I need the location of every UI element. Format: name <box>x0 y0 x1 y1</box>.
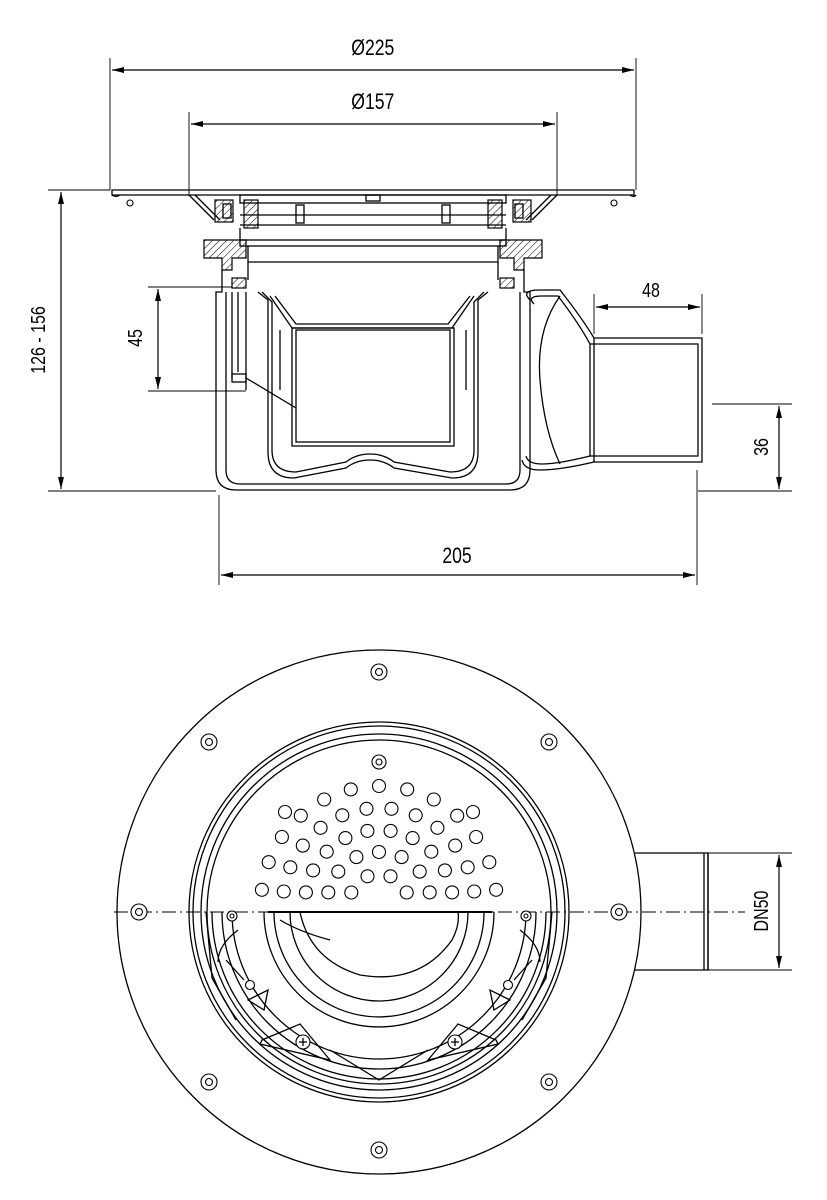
grate-hole <box>467 884 482 899</box>
grate-hole <box>321 885 336 900</box>
grate-hole <box>261 855 276 870</box>
odour-trap <box>245 291 489 479</box>
dim-outlet-length: 48 <box>593 279 703 334</box>
grate-hole <box>412 864 427 879</box>
trap-internals <box>205 910 553 1081</box>
dim-label-total-height: 126 - 156 <box>27 306 49 374</box>
dim-label-outlet-diameter: DN50 <box>750 891 772 932</box>
grate-hole <box>400 782 415 797</box>
grate-hole <box>335 808 350 823</box>
dim-label-outlet-length: 48 <box>642 279 660 301</box>
grate-hole <box>430 820 445 835</box>
grate-hole <box>254 882 269 897</box>
grate-hole <box>343 782 358 797</box>
grate-hole <box>437 863 452 878</box>
outlet-stub <box>624 852 709 971</box>
grate-hole <box>317 792 332 807</box>
grate-hole <box>344 885 359 900</box>
grate-hole <box>422 885 437 900</box>
grate-hole <box>383 823 398 838</box>
grate-hole <box>371 844 387 860</box>
flange-holes <box>130 663 628 1159</box>
grate-hole <box>359 801 374 816</box>
grate-hole <box>274 829 289 845</box>
grate-hole <box>276 884 291 899</box>
grate-hole <box>482 855 497 870</box>
grate-hole <box>448 838 463 853</box>
grate-hole <box>405 831 420 846</box>
dim-total-height: 126 - 156 <box>27 189 216 492</box>
grate-hole <box>360 869 375 884</box>
grate-hole <box>306 863 321 878</box>
drain-body <box>215 270 531 491</box>
grate-hole <box>469 829 484 845</box>
grate-hole <box>331 864 346 879</box>
grate-hole <box>295 838 310 853</box>
grate-hole <box>293 808 308 823</box>
grate-hole <box>489 882 504 897</box>
grate-perforation <box>254 778 504 900</box>
grate-hole <box>371 778 387 794</box>
grate-hole <box>313 820 328 835</box>
grate-hole <box>319 844 334 859</box>
dim-label-top-diameter: Ø225 <box>351 36 394 60</box>
grate-hole <box>460 860 475 875</box>
dim-body-width: 205 <box>218 470 698 585</box>
grate-hole <box>349 850 364 865</box>
grate-hole <box>360 823 375 838</box>
outlet-pipe <box>521 289 703 471</box>
dim-label-inner-diameter: Ø157 <box>351 90 394 114</box>
grate-hole <box>383 869 398 884</box>
grate-hole <box>277 804 293 820</box>
grate-hole <box>384 801 399 816</box>
seal-rings <box>203 239 543 289</box>
grate-hole <box>450 808 465 823</box>
grate-hole <box>424 844 439 859</box>
grate-hole <box>283 860 298 875</box>
dim-outlet-diameter: DN50 <box>708 852 792 971</box>
dim-inner-diameter: Ø157 <box>188 90 558 195</box>
grate-hole <box>445 885 460 900</box>
grate-hole <box>408 808 423 823</box>
side-view: Ø225 Ø157 <box>27 36 792 585</box>
grate-hole <box>465 804 481 820</box>
dim-top-diameter: Ø225 <box>109 36 637 190</box>
grate-hole <box>298 885 313 900</box>
dim-outlet-height: 36 <box>698 403 792 492</box>
grate-hole <box>394 850 409 865</box>
top-view: DN50 <box>114 649 792 1175</box>
grate-hole <box>426 792 441 807</box>
grate-hole <box>399 885 414 900</box>
dim-label-body-width: 205 <box>442 544 471 568</box>
dim-label-outlet-height: 36 <box>750 438 772 456</box>
grate-frame <box>214 194 532 280</box>
dim-label-water-seal: 45 <box>124 329 146 347</box>
dim-water-seal: 45 <box>124 286 246 392</box>
grate-hole <box>338 831 353 846</box>
